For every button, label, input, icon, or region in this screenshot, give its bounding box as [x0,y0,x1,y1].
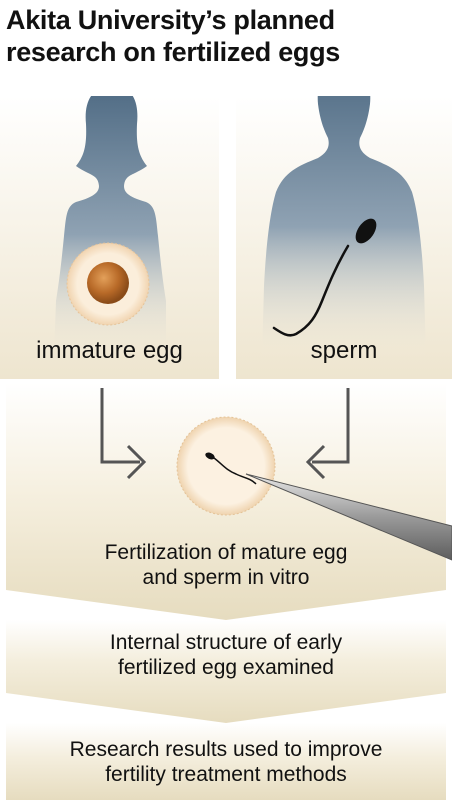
mature-egg [176,416,276,516]
process-flow [6,383,452,800]
title-line-1: Akita University’s planned [6,5,335,35]
right-arrow-head [305,444,326,480]
step-3-line-2: fertility treatment methods [105,763,347,786]
immature-egg-panel: immature egg [0,96,219,379]
female-illustration [54,96,166,356]
right-arrow-line [312,388,350,464]
left-arrow-line [100,388,140,464]
step-3-line-1: Research results used to improve [69,738,383,761]
title-line-2: research on fertilized eggs [6,37,341,67]
sperm-head [355,218,377,244]
step-fertilization: Fertilization of mature egg and sperm in… [0,540,452,590]
sperm-in-egg-tail [213,457,257,485]
man-silhouette [262,96,426,358]
sperm-tail [272,244,350,337]
page-title: Akita University’s planned research on f… [6,4,452,68]
left-arrow-head [126,444,147,480]
flow-band-2 [6,620,446,723]
flow-band-3 [6,723,446,800]
sperm-label: sperm [310,337,378,364]
micro-needle [245,473,452,561]
sperm-panel: sperm [236,96,452,379]
immature-egg-nucleus [87,262,129,304]
step-1-line-2: and sperm in vitro [142,566,310,589]
step-research-results: Research results used to improve fertili… [0,737,452,787]
immature-egg-label: immature egg [36,337,183,364]
step-1-line-1: Fertilization of mature egg [104,541,348,564]
male-illustration [262,96,426,358]
step-structure-examined: Internal structure of early fertilized e… [0,630,452,680]
sperm-in-egg-head [205,452,215,460]
step-2-line-1: Internal structure of early [109,631,343,654]
step-2-line-2: fertilized egg examined [118,656,334,679]
